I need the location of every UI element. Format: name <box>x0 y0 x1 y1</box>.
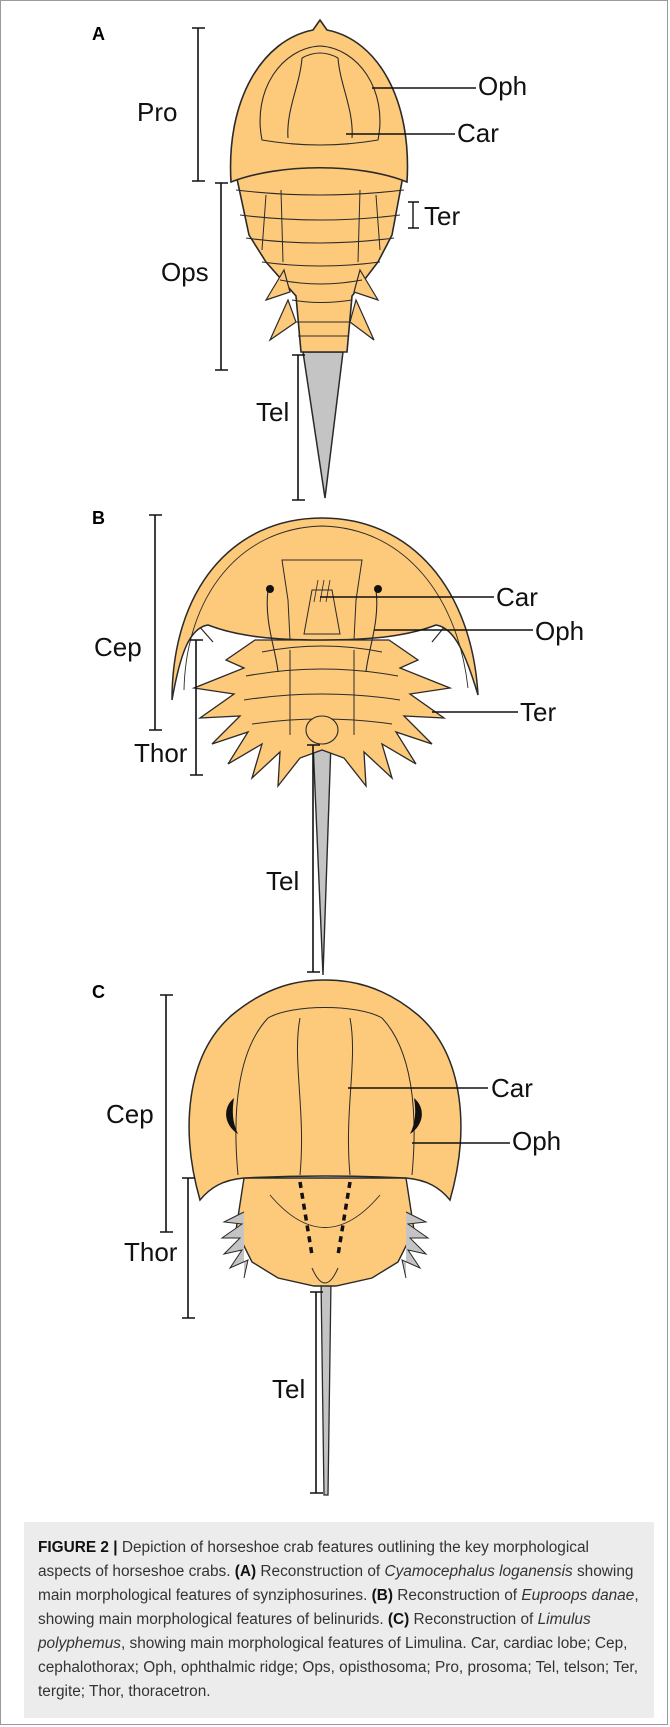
panel-b-tel-label: Tel <box>266 866 299 896</box>
caption-b-species: Euproops danae <box>521 1587 634 1604</box>
panel-a-tel-bracket <box>292 355 305 500</box>
panel-a-ops-label: Ops <box>161 257 209 287</box>
panel-a-prosoma <box>231 20 408 182</box>
panel-b-right-eye <box>374 585 382 593</box>
panel-c-thor-bracket <box>182 1178 195 1318</box>
panel-a-ter-bracket <box>408 202 419 228</box>
panel-b-thor-label: Thor <box>134 738 188 768</box>
panel-c-oph-label: Oph <box>512 1126 561 1156</box>
panel-a-pro-label: Pro <box>137 97 177 127</box>
panel-c-cep-bracket <box>160 995 173 1232</box>
panel-a-ter-label: Ter <box>424 201 460 231</box>
figure-caption: FIGURE 2 | Depiction of horseshoe crab f… <box>24 1522 654 1718</box>
panel-c-thor-label: Thor <box>124 1237 178 1267</box>
panel-c-cep-label: Cep <box>106 1099 154 1129</box>
caption-c-pre: Reconstruction of <box>409 1611 537 1628</box>
caption-c-post: , showing main morphological features of… <box>38 1635 638 1700</box>
panel-b-oph-label: Oph <box>535 616 584 646</box>
panel-a-pro-bracket <box>192 28 205 181</box>
panel-b-letter: B <box>92 508 105 528</box>
caption-a-species: Cyamocephalus loganensis <box>384 1563 572 1580</box>
panel-a-ops-bracket <box>215 183 228 370</box>
caption-figure-label: FIGURE 2 | <box>38 1539 118 1556</box>
figure-diagram: A Pro Ops Tel Oph Car Ter B <box>0 0 670 1520</box>
panel-a-letter: A <box>92 24 105 44</box>
panel-c: C Cep Thor Tel Car Oph <box>92 980 561 1495</box>
panel-b-thor-bracket <box>190 640 203 775</box>
panel-b-car-label: Car <box>496 582 538 612</box>
panel-c-car-label: Car <box>491 1073 533 1103</box>
caption-a-pre: Reconstruction of <box>256 1563 384 1580</box>
panel-b: B Cep Thor Tel Car Oph Ter <box>92 508 584 975</box>
panel-a-opisthosoma <box>233 160 406 352</box>
panel-b-left-eye <box>266 585 274 593</box>
panel-a-telson <box>303 352 343 498</box>
panel-a-oph-label: Oph <box>478 71 527 101</box>
caption-b-pre: Reconstruction of <box>393 1587 521 1604</box>
caption-c-tag: (C) <box>388 1611 409 1628</box>
panel-c-tel-label: Tel <box>272 1374 305 1404</box>
panel-b-cep-label: Cep <box>94 632 142 662</box>
panel-b-telson <box>313 742 331 975</box>
panel-a-tel-label: Tel <box>256 397 289 427</box>
caption-a-tag: (A) <box>235 1563 256 1580</box>
caption-b-tag: (B) <box>372 1587 393 1604</box>
panel-c-telson <box>321 1280 331 1495</box>
panel-b-anal-lobe <box>306 716 338 744</box>
panel-c-letter: C <box>92 982 105 1002</box>
panel-a-car-label: Car <box>457 118 499 148</box>
panel-c-cephalothorax <box>189 980 461 1200</box>
panel-a: A Pro Ops Tel Oph Car Ter <box>92 20 527 500</box>
panel-b-ter-label: Ter <box>520 697 556 727</box>
panel-b-cep-bracket <box>149 515 162 730</box>
